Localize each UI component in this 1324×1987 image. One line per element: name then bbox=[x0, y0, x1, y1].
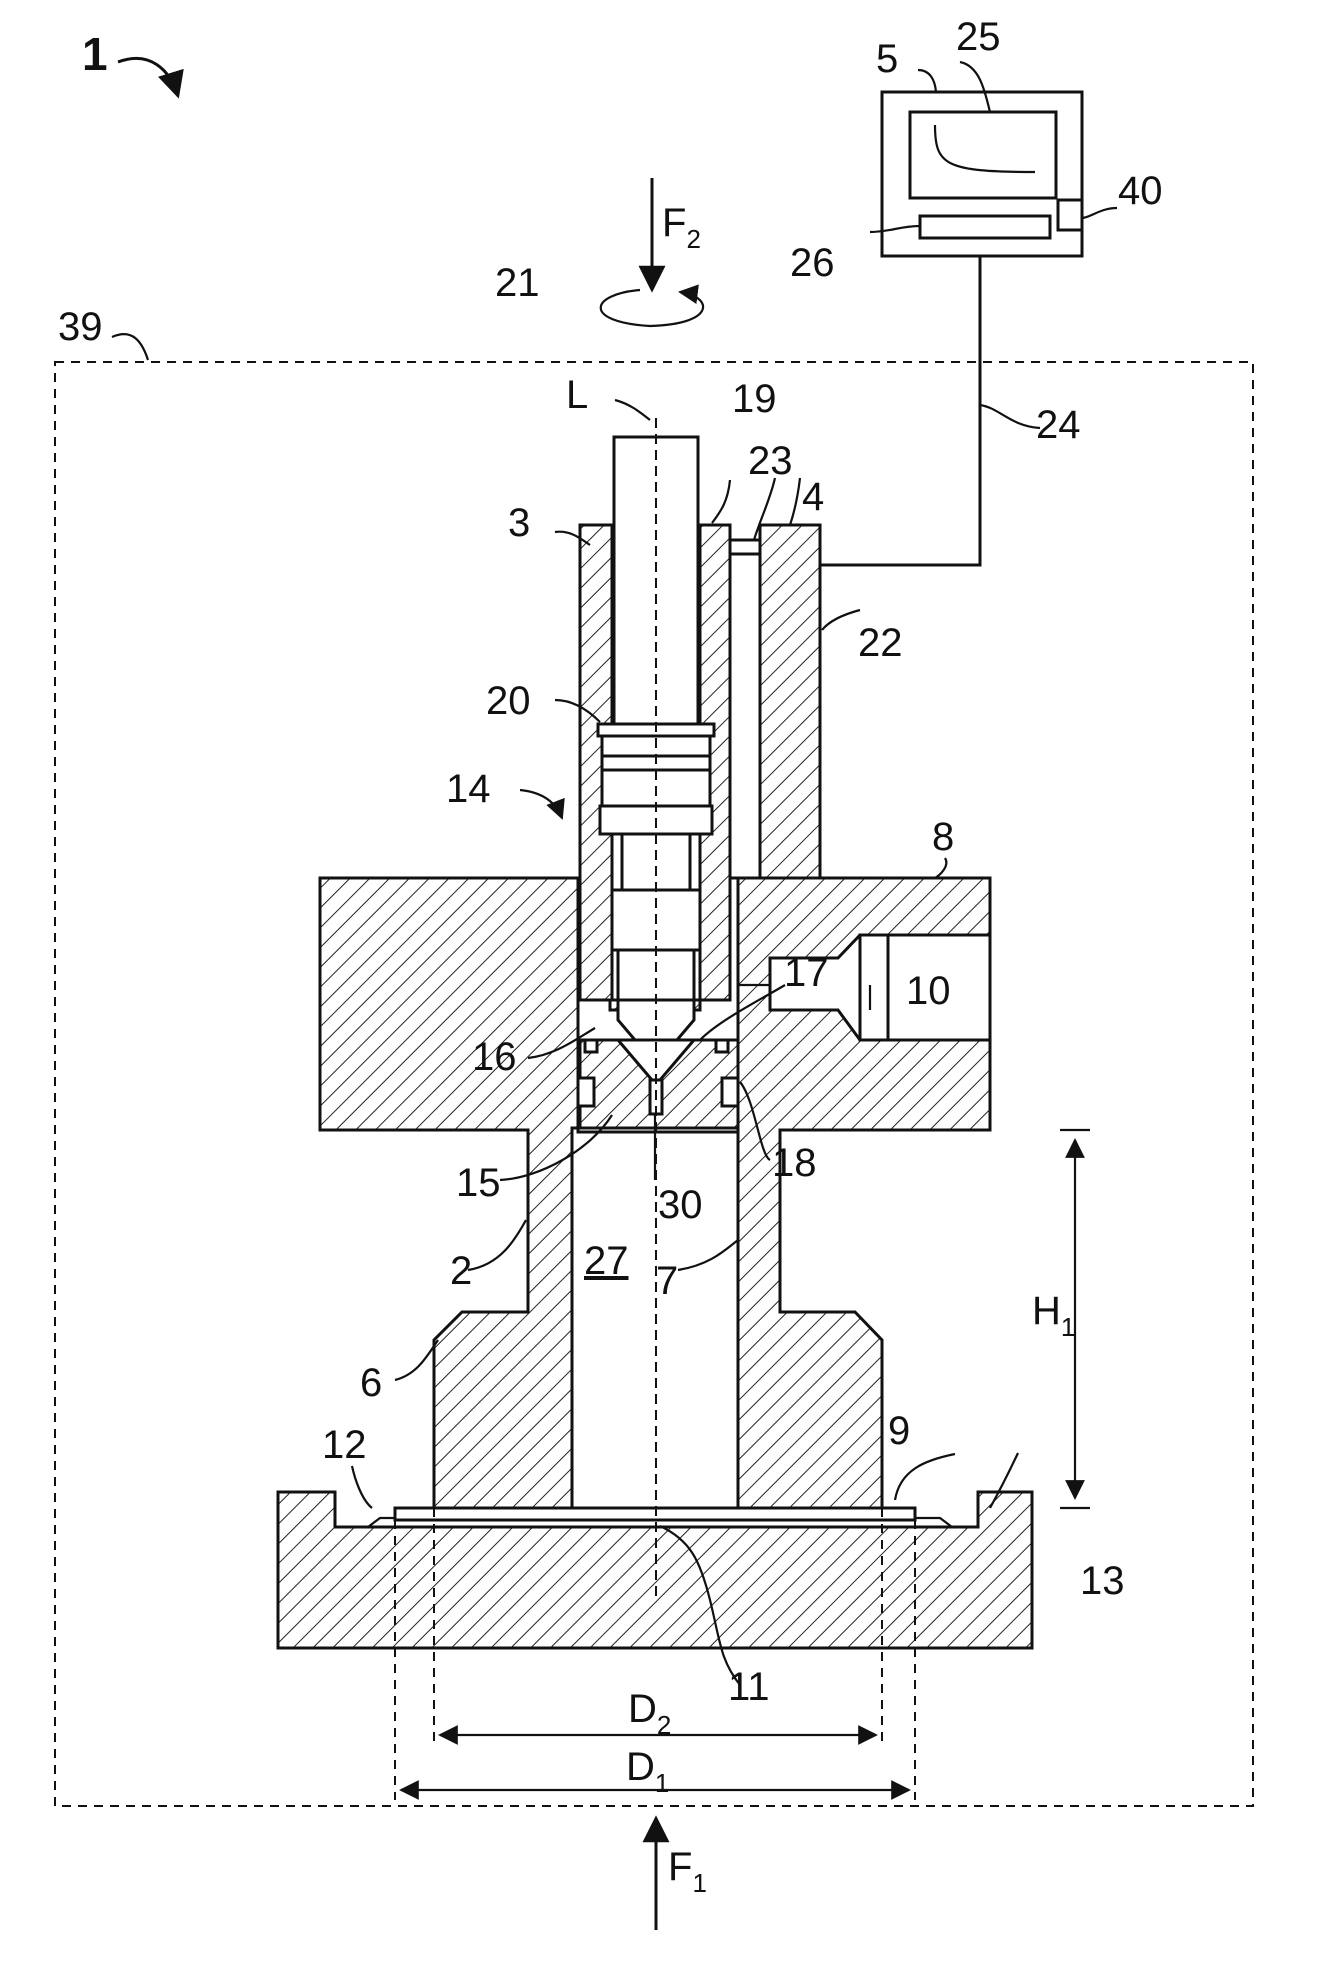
label-upper-wall: 7 bbox=[656, 1259, 678, 1303]
label-port: 10 bbox=[906, 969, 951, 1013]
label-keyboard: 26 bbox=[790, 241, 835, 285]
label-housing: 8 bbox=[932, 815, 954, 859]
label-top-19: 19 bbox=[732, 377, 777, 421]
label-force-top: F2 bbox=[662, 201, 701, 254]
label-lower-part: 6 bbox=[360, 1361, 382, 1405]
cable bbox=[820, 256, 980, 565]
device-40 bbox=[1058, 200, 1082, 230]
label-contact: 11 bbox=[728, 1665, 770, 1709]
label-seat: 17 bbox=[784, 951, 829, 995]
label-channel: 30 bbox=[658, 1183, 703, 1227]
label-computer: 5 bbox=[876, 37, 898, 81]
screen bbox=[910, 112, 1056, 198]
keyboard bbox=[920, 216, 1050, 238]
label-force-bottom: F1 bbox=[668, 1845, 707, 1898]
apparatus-arrow bbox=[118, 58, 178, 96]
label-rod: 22 bbox=[858, 621, 903, 665]
label-insert: 18 bbox=[772, 1141, 817, 1185]
computer bbox=[882, 92, 1082, 256]
label-thread: 20 bbox=[486, 679, 531, 723]
label-chamber: 27 bbox=[584, 1239, 629, 1283]
label-rotation: 21 bbox=[495, 261, 540, 305]
label-dia-inner: D2 bbox=[628, 1687, 671, 1740]
label-recess: 12 bbox=[322, 1423, 367, 1467]
label-height: H1 bbox=[1032, 1289, 1075, 1342]
label-gasket: 9 bbox=[888, 1409, 910, 1453]
label-axis: L bbox=[566, 373, 588, 417]
label-link: 23 bbox=[748, 439, 793, 483]
label-cable: 24 bbox=[1036, 403, 1081, 447]
label-screen: 25 bbox=[956, 15, 1001, 59]
label-orifice: 15 bbox=[456, 1161, 501, 1205]
label-seal: 16 bbox=[472, 1035, 517, 1079]
label-assembly: 14 bbox=[446, 767, 491, 811]
label-specimen: 2 bbox=[450, 1249, 472, 1293]
label-sensor: 4 bbox=[802, 475, 824, 519]
label-device-40: 40 bbox=[1118, 169, 1163, 213]
label-enclosure: 39 bbox=[58, 305, 103, 349]
label-base: 13 bbox=[1080, 1559, 1125, 1603]
label-apparatus: 1 bbox=[82, 28, 108, 80]
label-holder: 3 bbox=[508, 501, 530, 545]
sensor-rod bbox=[760, 525, 820, 878]
rotation-arrow bbox=[601, 290, 703, 326]
link bbox=[730, 540, 760, 554]
